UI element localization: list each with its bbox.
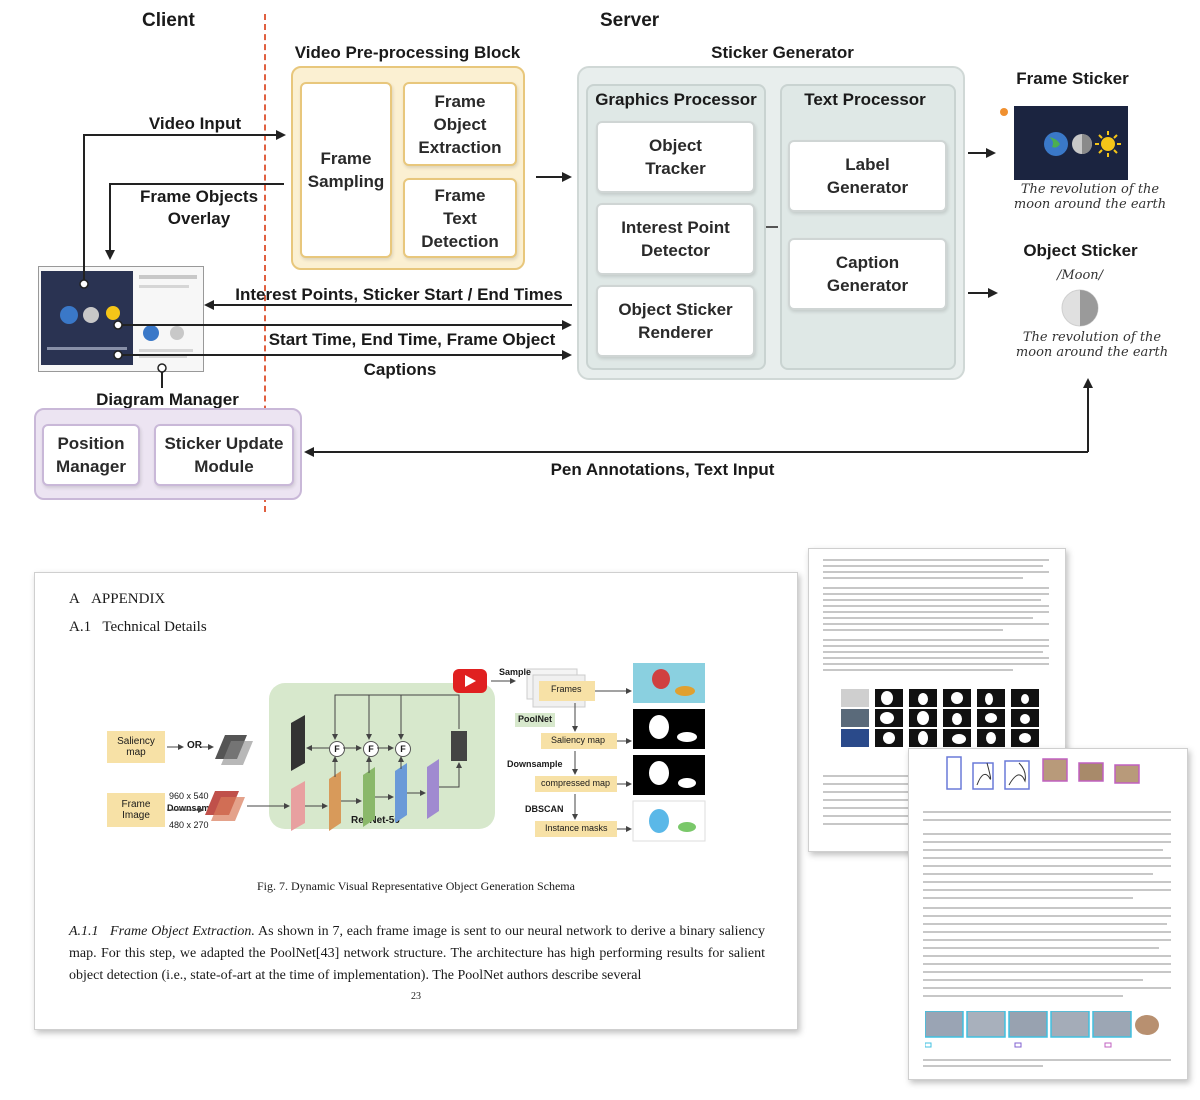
- processor-connector: [766, 226, 778, 228]
- dbscan-label: DBSCAN: [525, 804, 564, 814]
- instance-masks-label: Instance masks: [545, 823, 608, 833]
- figure-7-caption: Fig. 7. Dynamic Visual Representative Ob…: [257, 879, 575, 893]
- object-tracker-box: Object Tracker: [596, 121, 755, 193]
- client-server-divider: [264, 14, 266, 512]
- start-end-frame-label: Start Time, End Time, Frame Object: [268, 330, 556, 349]
- text-processor-panel: [780, 84, 956, 370]
- diagram-arrows: [79, 130, 1093, 457]
- position-manager-box: Position Manager: [42, 424, 140, 486]
- paper-page-thumbnail-2: [908, 748, 1188, 1080]
- heading-text: APPENDIX: [91, 591, 166, 607]
- graphics-processor-title: Graphics Processor: [595, 90, 757, 109]
- heading-number: A: [69, 591, 80, 607]
- appendix-page: A APPENDIX A.1 Technical Details ResNet-…: [34, 572, 798, 1030]
- size-high-label: 960 x 540: [169, 791, 209, 801]
- marker-dot-icon: [1000, 108, 1008, 116]
- page-number: 23: [411, 991, 421, 1002]
- resnet-label: ResNet-50: [351, 815, 400, 826]
- sticker-update-module-box: Sticker Update Module: [154, 424, 294, 486]
- poolnet-label: PoolNet: [518, 714, 553, 724]
- interest-point-detector-box: Interest Point Detector: [596, 203, 755, 275]
- label-generator-box: Label Generator: [788, 140, 947, 212]
- frame-sampling-box: Frame Sampling: [300, 82, 392, 258]
- frame-sticker-image: [1014, 106, 1128, 180]
- object-sticker-renderer-box: Object Sticker Renderer: [596, 285, 755, 357]
- fusion-node-3: F: [395, 741, 411, 757]
- saliency-results-grid: [841, 689, 1039, 747]
- paragraph-title: Frame Object Extraction.: [110, 924, 255, 939]
- pen-annotations-label: Pen Annotations, Text Input: [550, 460, 775, 479]
- client-label: Client: [142, 10, 195, 31]
- captions-label: Captions: [363, 360, 437, 379]
- tracking-figure: [946, 756, 1140, 790]
- frame-sticker-title: Frame Sticker: [1016, 69, 1129, 88]
- paragraph-number: A.1.1: [69, 924, 99, 939]
- frame-object-extraction-box: Frame Object Extraction: [403, 82, 517, 166]
- downsample-small-label: Downsample: [167, 803, 223, 813]
- size-low-label: 480 x 270: [169, 820, 209, 830]
- frame-objects-overlay-label: Frame Objects Overlay: [139, 187, 259, 228]
- frame-text-detection-box: Frame Text Detection: [403, 178, 517, 258]
- moon-icon: [1060, 288, 1100, 333]
- saliency-map-tag: Saliency map: [551, 735, 606, 745]
- diagram-manager-title: Diagram Manager: [96, 390, 239, 409]
- tracking-results-strip: [925, 1011, 1159, 1048]
- figure-7-graphics: [167, 663, 706, 842]
- frame-sticker-caption: The revolution of the moon around the ea…: [1013, 182, 1167, 212]
- or-label: OR: [187, 740, 202, 751]
- subheading-number: A.1: [69, 619, 92, 635]
- object-sticker-caption: The revolution of the moon around the ea…: [1015, 330, 1169, 360]
- sticker-generator-title: Sticker Generator: [711, 43, 854, 62]
- technical-details-heading: A.1 Technical Details: [69, 619, 207, 636]
- preprocessing-title: Video Pre-processing Block: [294, 43, 521, 62]
- appendix-heading: A APPENDIX: [69, 591, 165, 608]
- downsample-label: Downsample: [507, 759, 563, 769]
- figure-7: ResNet-50 Saliency map OR Frame Image 96…: [95, 663, 755, 863]
- compressed-map-label: compressed map: [541, 778, 611, 788]
- sample-label: Sample: [499, 667, 532, 677]
- caption-generator-box: Caption Generator: [788, 238, 947, 310]
- frame-object-extraction-paragraph: A.1.1 Frame Object Extraction. As shown …: [69, 921, 765, 987]
- saliency-map-box: Saliency map: [107, 731, 165, 763]
- frame-image-box: Frame Image: [107, 793, 165, 827]
- server-label: Server: [600, 10, 660, 31]
- object-sticker-label: /Moon/: [1056, 268, 1104, 283]
- text-processor-title: Text Processor: [804, 90, 926, 109]
- video-input-label: Video Input: [148, 114, 242, 133]
- subheading-text: Technical Details: [102, 619, 207, 635]
- paragraph-body: As shown in 7, each frame image is sent …: [69, 924, 765, 983]
- object-sticker-title: Object Sticker: [1023, 241, 1138, 260]
- frames-label: Frames: [551, 684, 582, 694]
- earth-moon-sun-icon: [1044, 131, 1121, 157]
- interest-points-label: Interest Points, Sticker Start / End Tim…: [235, 285, 563, 304]
